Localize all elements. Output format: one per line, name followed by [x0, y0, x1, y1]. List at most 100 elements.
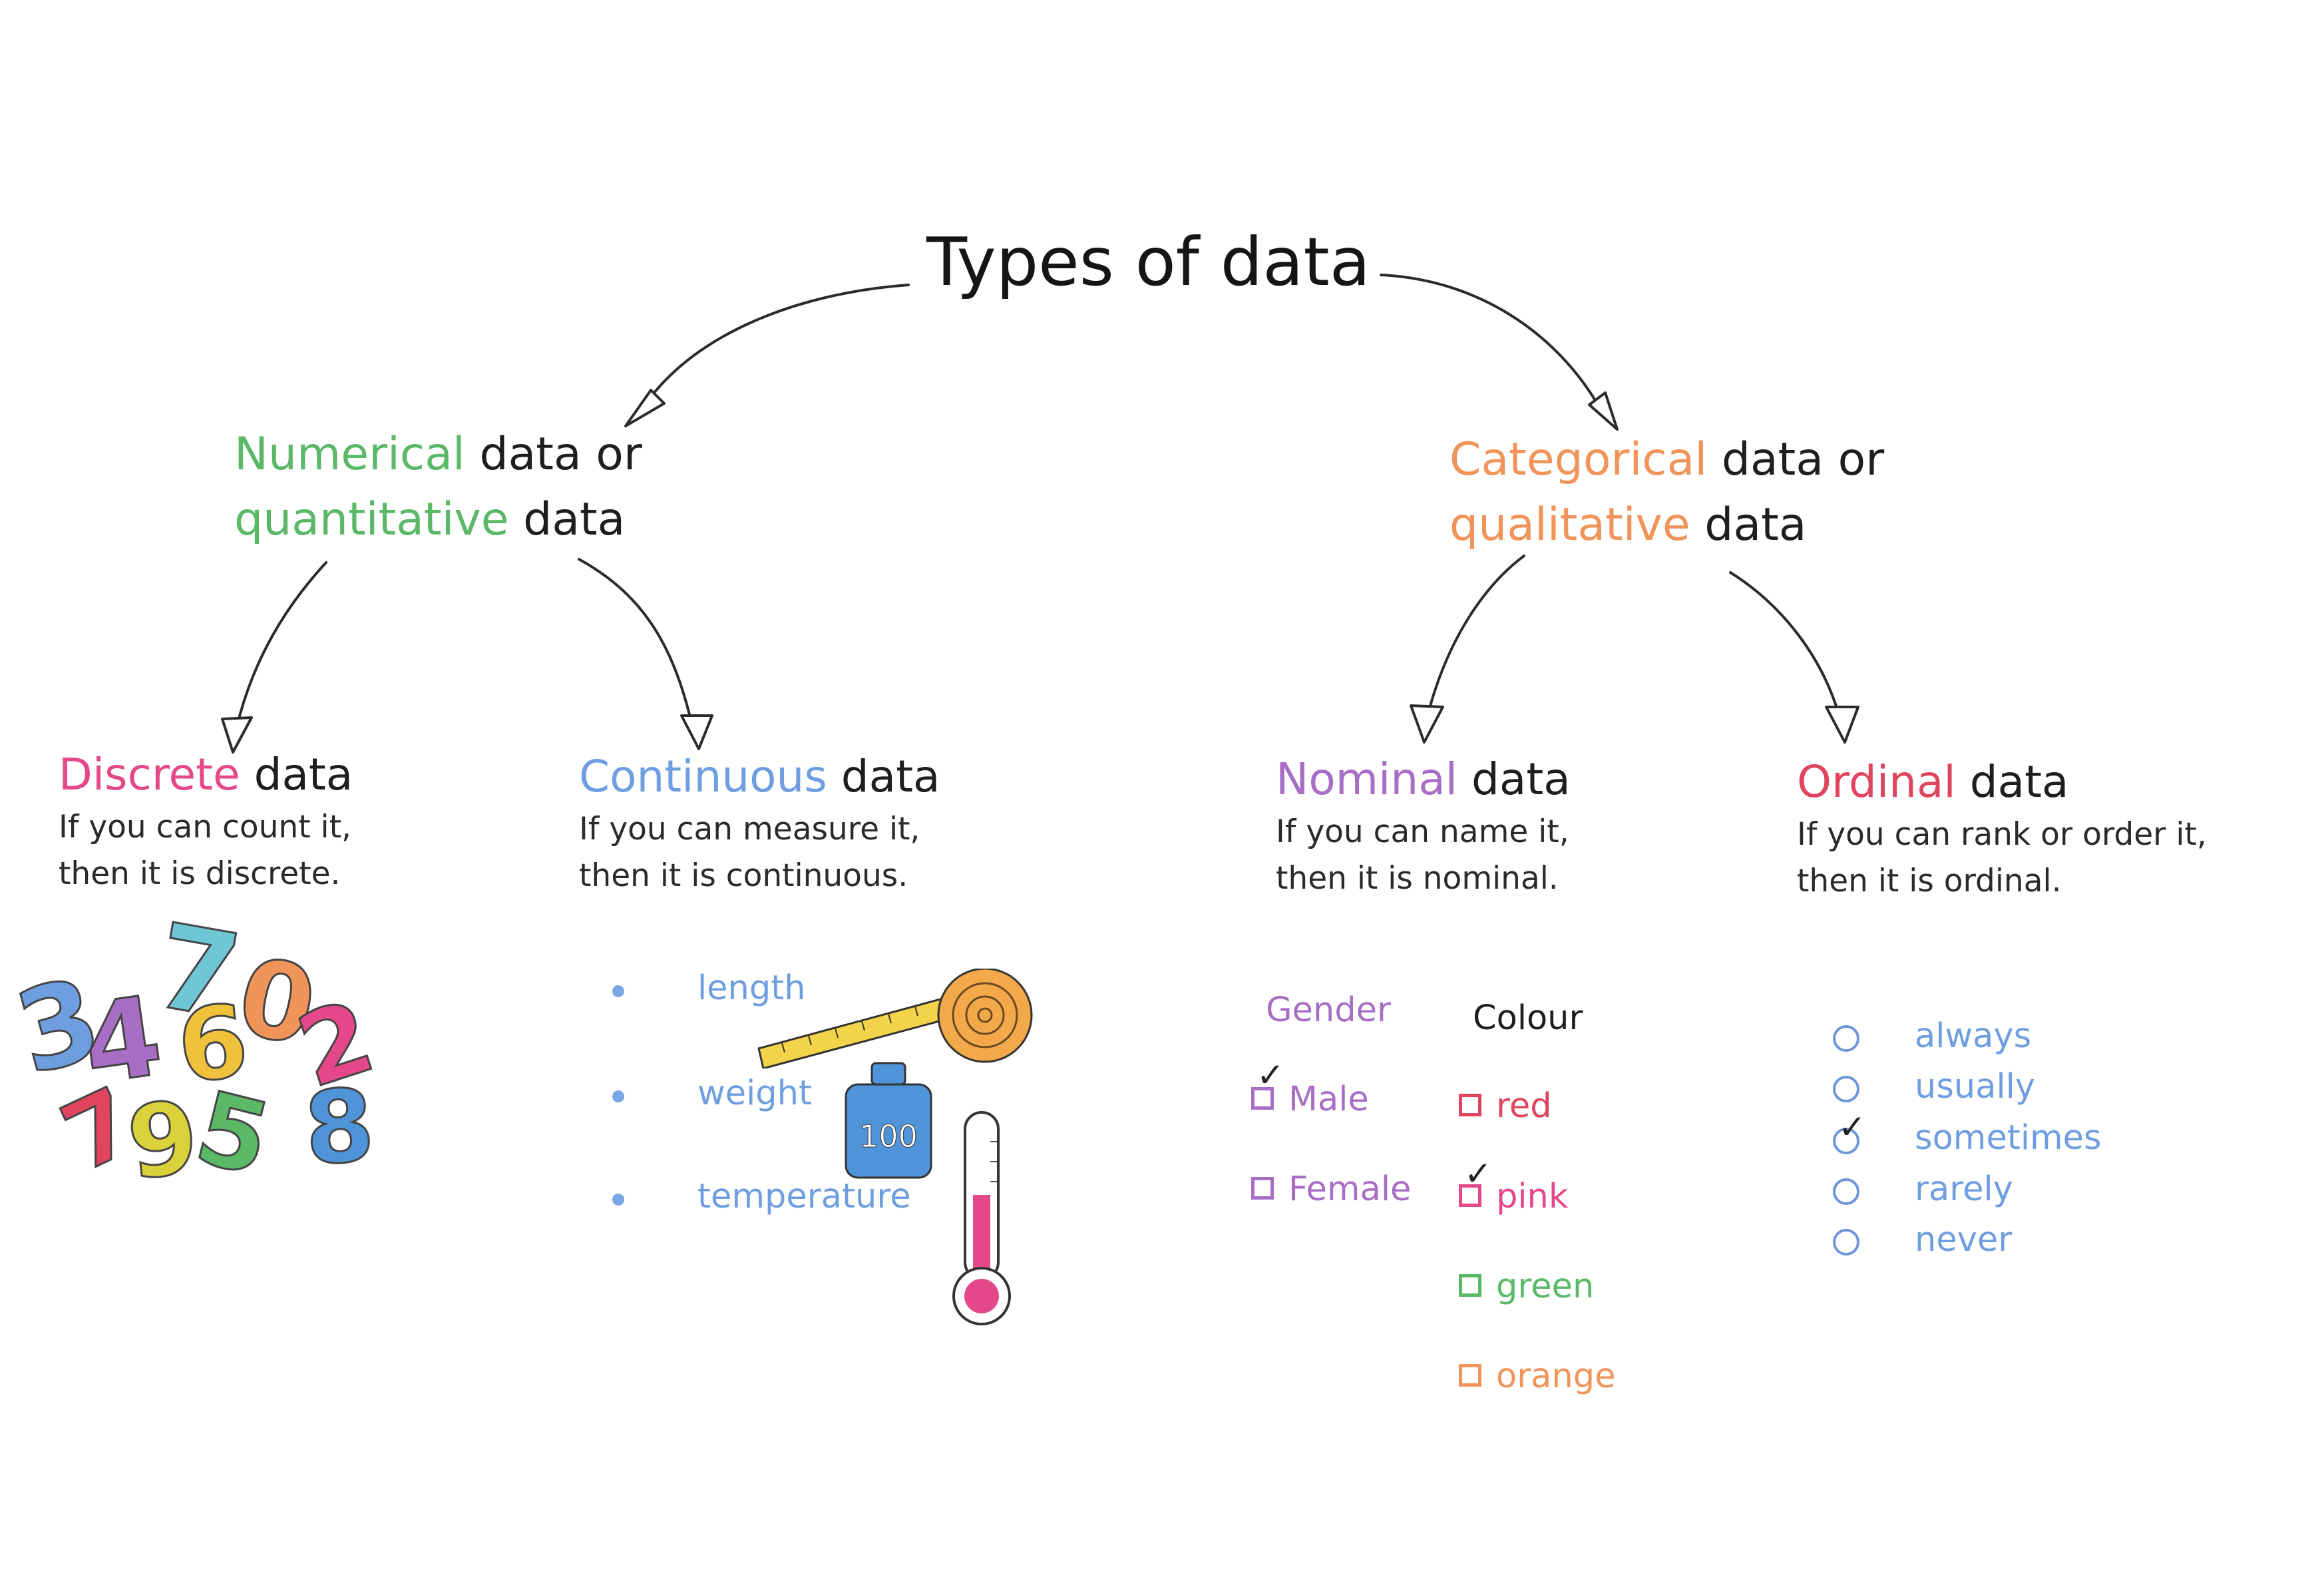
checkmark-icon: ✓ — [1257, 1056, 1284, 1094]
checkmark-icon: ✓ — [1838, 1108, 1866, 1146]
colour-option-label: green — [1496, 1267, 1595, 1306]
radio-icon[interactable] — [1833, 1229, 1859, 1255]
ordinal-suffix: data — [1955, 756, 2069, 807]
ordinal-option-usually[interactable]: usually — [1915, 1067, 2035, 1106]
arrowhead-numerical — [624, 389, 666, 427]
checkbox-icon[interactable] — [1459, 1274, 1481, 1297]
radio-icon[interactable] — [1833, 1128, 1859, 1154]
weight-label: 100 — [859, 1118, 918, 1154]
arrow-to-ordinal — [1729, 571, 1841, 720]
nominal-section: Nominal data If you can name it, then it… — [1276, 754, 1571, 902]
colour-header: Colour — [1473, 999, 1583, 1038]
nominal-suffix: data — [1457, 754, 1571, 805]
numerical-suffix: data or — [465, 428, 642, 481]
ordinal-option-sometimes[interactable]: sometimes — [1915, 1118, 2102, 1158]
arrowhead-ordinal — [1825, 706, 1859, 744]
qualitative-keyword: qualitative — [1450, 499, 1690, 551]
colour-option-label: red — [1496, 1086, 1552, 1126]
gender-option-female[interactable]: Female — [1251, 1170, 1411, 1209]
numerical-line-2: quantitative data — [234, 487, 642, 553]
arrow-to-categorical — [1380, 274, 1602, 411]
checkbox-icon[interactable] — [1459, 1094, 1481, 1116]
bullet-icon — [612, 1194, 624, 1206]
ordinal-section: Ordinal data If you can rank or order it… — [1797, 756, 2207, 905]
number-glyph: 4 — [76, 972, 169, 1109]
arrow-to-discrete — [235, 561, 327, 730]
colour-option-orange[interactable]: orange — [1459, 1357, 1616, 1396]
checkbox-icon[interactable] — [1251, 1087, 1274, 1110]
numerical-heading: Numerical data or quantitative data — [234, 422, 642, 553]
example-temperature: temperature — [697, 1177, 911, 1216]
number-glyph: 6 — [172, 983, 254, 1106]
checkbox-icon[interactable] — [1251, 1177, 1274, 1200]
gender-option-male[interactable]: Male — [1251, 1080, 1369, 1119]
categorical-heading: Categorical data or qualitative data — [1450, 427, 1884, 558]
discrete-description-2: then it is discrete. — [59, 855, 341, 892]
continuous-heading: Continuous data — [579, 751, 940, 802]
bullet-icon — [612, 985, 624, 997]
quantitative-suffix: data — [508, 493, 626, 546]
ordinal-description-2: then it is ordinal. — [1797, 863, 2062, 899]
ordinal-option-always[interactable]: always — [1915, 1017, 2032, 1056]
example-length: length — [697, 969, 806, 1008]
checkbox-icon[interactable] — [1459, 1184, 1481, 1207]
discrete-keyword: Discrete — [59, 749, 240, 800]
checkmark-icon: ✓ — [1464, 1154, 1492, 1193]
categorical-keyword: Categorical — [1450, 433, 1708, 486]
categorical-line-1: Categorical data or — [1450, 427, 1884, 493]
gender-option-label: Female — [1288, 1170, 1412, 1209]
nominal-keyword: Nominal — [1276, 754, 1457, 805]
diagram-title: Types of data — [926, 223, 1370, 301]
discrete-suffix: data — [240, 749, 353, 800]
categorical-line-2: qualitative data — [1450, 493, 1884, 558]
continuous-section: Continuous data If you can measure it, t… — [579, 751, 940, 899]
arrowhead-continuous — [680, 714, 713, 750]
continuous-description-1: If you can measure it, — [579, 811, 920, 847]
colour-option-label: pink — [1496, 1177, 1569, 1216]
example-weight: weight — [697, 1074, 812, 1113]
discrete-heading: Discrete data — [59, 749, 353, 800]
nominal-heading: Nominal data — [1276, 754, 1571, 805]
nominal-description-1: If you can name it, — [1276, 813, 1569, 850]
colour-option-red[interactable]: red — [1459, 1086, 1552, 1126]
categorical-suffix: data or — [1707, 433, 1885, 486]
continuous-description-2: then it is continuous. — [579, 857, 908, 894]
ordinal-option-never[interactable]: never — [1915, 1220, 2013, 1259]
ordinal-option-rarely[interactable]: rarely — [1915, 1170, 2013, 1209]
quantitative-keyword: quantitative — [234, 493, 509, 546]
numerical-line-1: Numerical data or — [234, 422, 642, 487]
nominal-description-2: then it is nominal. — [1276, 860, 1559, 897]
continuous-keyword: Continuous — [579, 751, 827, 802]
discrete-section: Discrete data If you can count it, then … — [59, 749, 353, 897]
bullet-icon — [612, 1090, 624, 1102]
discrete-description-1: If you can count it, — [59, 809, 351, 845]
checkbox-icon[interactable] — [1459, 1364, 1481, 1387]
radio-icon[interactable] — [1833, 1076, 1859, 1102]
numbers-pile-illustration: 3 4 7 6 0 2 7 9 5 8 — [13, 912, 386, 1192]
colour-option-pink[interactable]: pink — [1459, 1177, 1568, 1216]
colour-option-green[interactable]: green — [1459, 1267, 1594, 1306]
number-glyph: 8 — [301, 1068, 378, 1188]
arrowhead-discrete — [221, 716, 253, 754]
arrow-to-continuous — [578, 558, 693, 727]
colour-option-label: orange — [1496, 1357, 1616, 1396]
tape-measure-icon — [757, 969, 1033, 1068]
radio-icon[interactable] — [1833, 1025, 1859, 1052]
continuous-suffix: data — [827, 751, 940, 802]
arrow-to-numerical — [648, 284, 910, 401]
ordinal-heading: Ordinal data — [1797, 756, 2207, 807]
ordinal-description-1: If you can rank or order it, — [1797, 816, 2207, 853]
radio-icon[interactable] — [1833, 1178, 1859, 1205]
gender-header: Gender — [1266, 991, 1391, 1030]
arrow-to-nominal — [1426, 555, 1525, 717]
weight-icon: 100 — [845, 1062, 932, 1179]
ordinal-keyword: Ordinal — [1797, 756, 1956, 807]
thermometer-icon — [952, 1111, 1011, 1325]
gender-option-label: Male — [1288, 1080, 1369, 1119]
qualitative-suffix: data — [1690, 499, 1807, 551]
arrowhead-categorical — [1588, 391, 1619, 431]
arrowhead-nominal — [1410, 704, 1444, 744]
numerical-keyword: Numerical — [234, 428, 465, 481]
number-glyph: 9 — [122, 1080, 204, 1192]
